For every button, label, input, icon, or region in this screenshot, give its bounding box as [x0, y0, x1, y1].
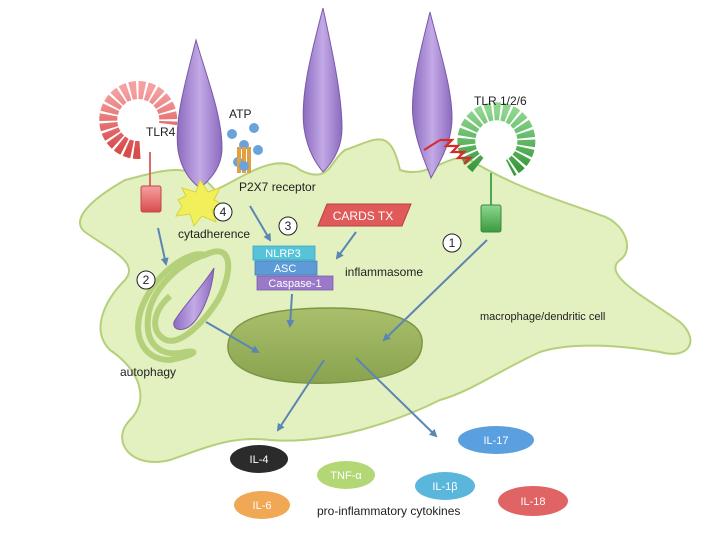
- svg-text:IL-17: IL-17: [483, 435, 508, 447]
- autophagy-mycoplasma: [173, 267, 215, 330]
- cell-body: [79, 138, 692, 463]
- arrow-cardstx-to-inflammasome: [335, 231, 357, 260]
- nlrp3-label: NLRP3: [265, 248, 300, 260]
- cards-tx-box: CARDS TX: [317, 203, 412, 227]
- step-2: 2: [136, 270, 156, 290]
- step-3: 3: [278, 216, 298, 236]
- autophagy-label: autophagy: [120, 365, 176, 379]
- atp-label: ATP: [229, 107, 251, 121]
- cytokines-caption: pro-inflammatory cytokines: [317, 504, 460, 518]
- svg-text:IL-6: IL-6: [253, 500, 272, 512]
- step-4: 4: [213, 202, 233, 222]
- svg-text:1: 1: [449, 236, 456, 250]
- arrow-p2x7-to-inflammasome: [249, 205, 272, 242]
- cytokine-il4: IL-4: [230, 445, 288, 473]
- arrow-inflammasome-to-nucleus: [286, 293, 295, 328]
- mycoplasma-1: [176, 38, 223, 189]
- svg-text:IL-18: IL-18: [520, 496, 545, 508]
- cytadherence-label: cytadherence: [178, 227, 250, 241]
- svg-text:IL-1β: IL-1β: [432, 481, 457, 493]
- cytokine-il18: IL-18: [498, 486, 568, 516]
- tlr126-label: TLR 1/2/6: [474, 94, 527, 108]
- arrow-tlr126-to-nucleus: [382, 239, 488, 342]
- cell-label: macrophage/dendritic cell: [480, 311, 605, 323]
- svg-text:4: 4: [220, 205, 227, 219]
- cytokine-il1b: IL-1β: [415, 472, 475, 500]
- tlr4-label: TLR4: [146, 125, 176, 139]
- svg-text:2: 2: [143, 273, 150, 287]
- tlr126-receptor: [457, 102, 536, 233]
- svg-text:IL-4: IL-4: [250, 454, 269, 466]
- cytokine-il17: IL-17: [458, 426, 534, 454]
- lipoprotein-zigzag: [440, 138, 473, 165]
- caspase1-label: Caspase-1: [268, 278, 321, 290]
- nucleus: [227, 307, 423, 384]
- arrow-autophagy-to-nucleus: [205, 321, 260, 353]
- lipoprotein-anchor: [423, 139, 441, 151]
- arrow-tlr4-to-autophagy: [157, 227, 169, 266]
- autophagy-vesicle: [135, 248, 232, 363]
- p2x7-label: P2X7 receptor: [239, 180, 316, 194]
- p2x7-receptor: [237, 147, 251, 173]
- arrow-nucleus-to-il4: [276, 359, 325, 432]
- cards-tx-label: CARDS TX: [333, 209, 393, 223]
- mycoplasma-2: [302, 7, 343, 173]
- svg-text:3: 3: [285, 219, 292, 233]
- cytokine-tnf: TNF-α: [317, 461, 375, 489]
- step-1: 1: [442, 233, 462, 253]
- asc-label: ASC: [274, 263, 297, 275]
- cytokine-il6: IL-6: [234, 491, 290, 519]
- arrows: [157, 205, 488, 438]
- tlr4-receptor: [99, 81, 178, 213]
- svg-text:TNF-α: TNF-α: [330, 470, 362, 482]
- arrow-nucleus-to-il17: [355, 357, 438, 438]
- inflammasome-label: inflammasome: [345, 265, 423, 279]
- mycoplasma-3: [411, 11, 453, 180]
- inflammasome-stack: NLRP3 ASC Caspase-1: [252, 245, 334, 291]
